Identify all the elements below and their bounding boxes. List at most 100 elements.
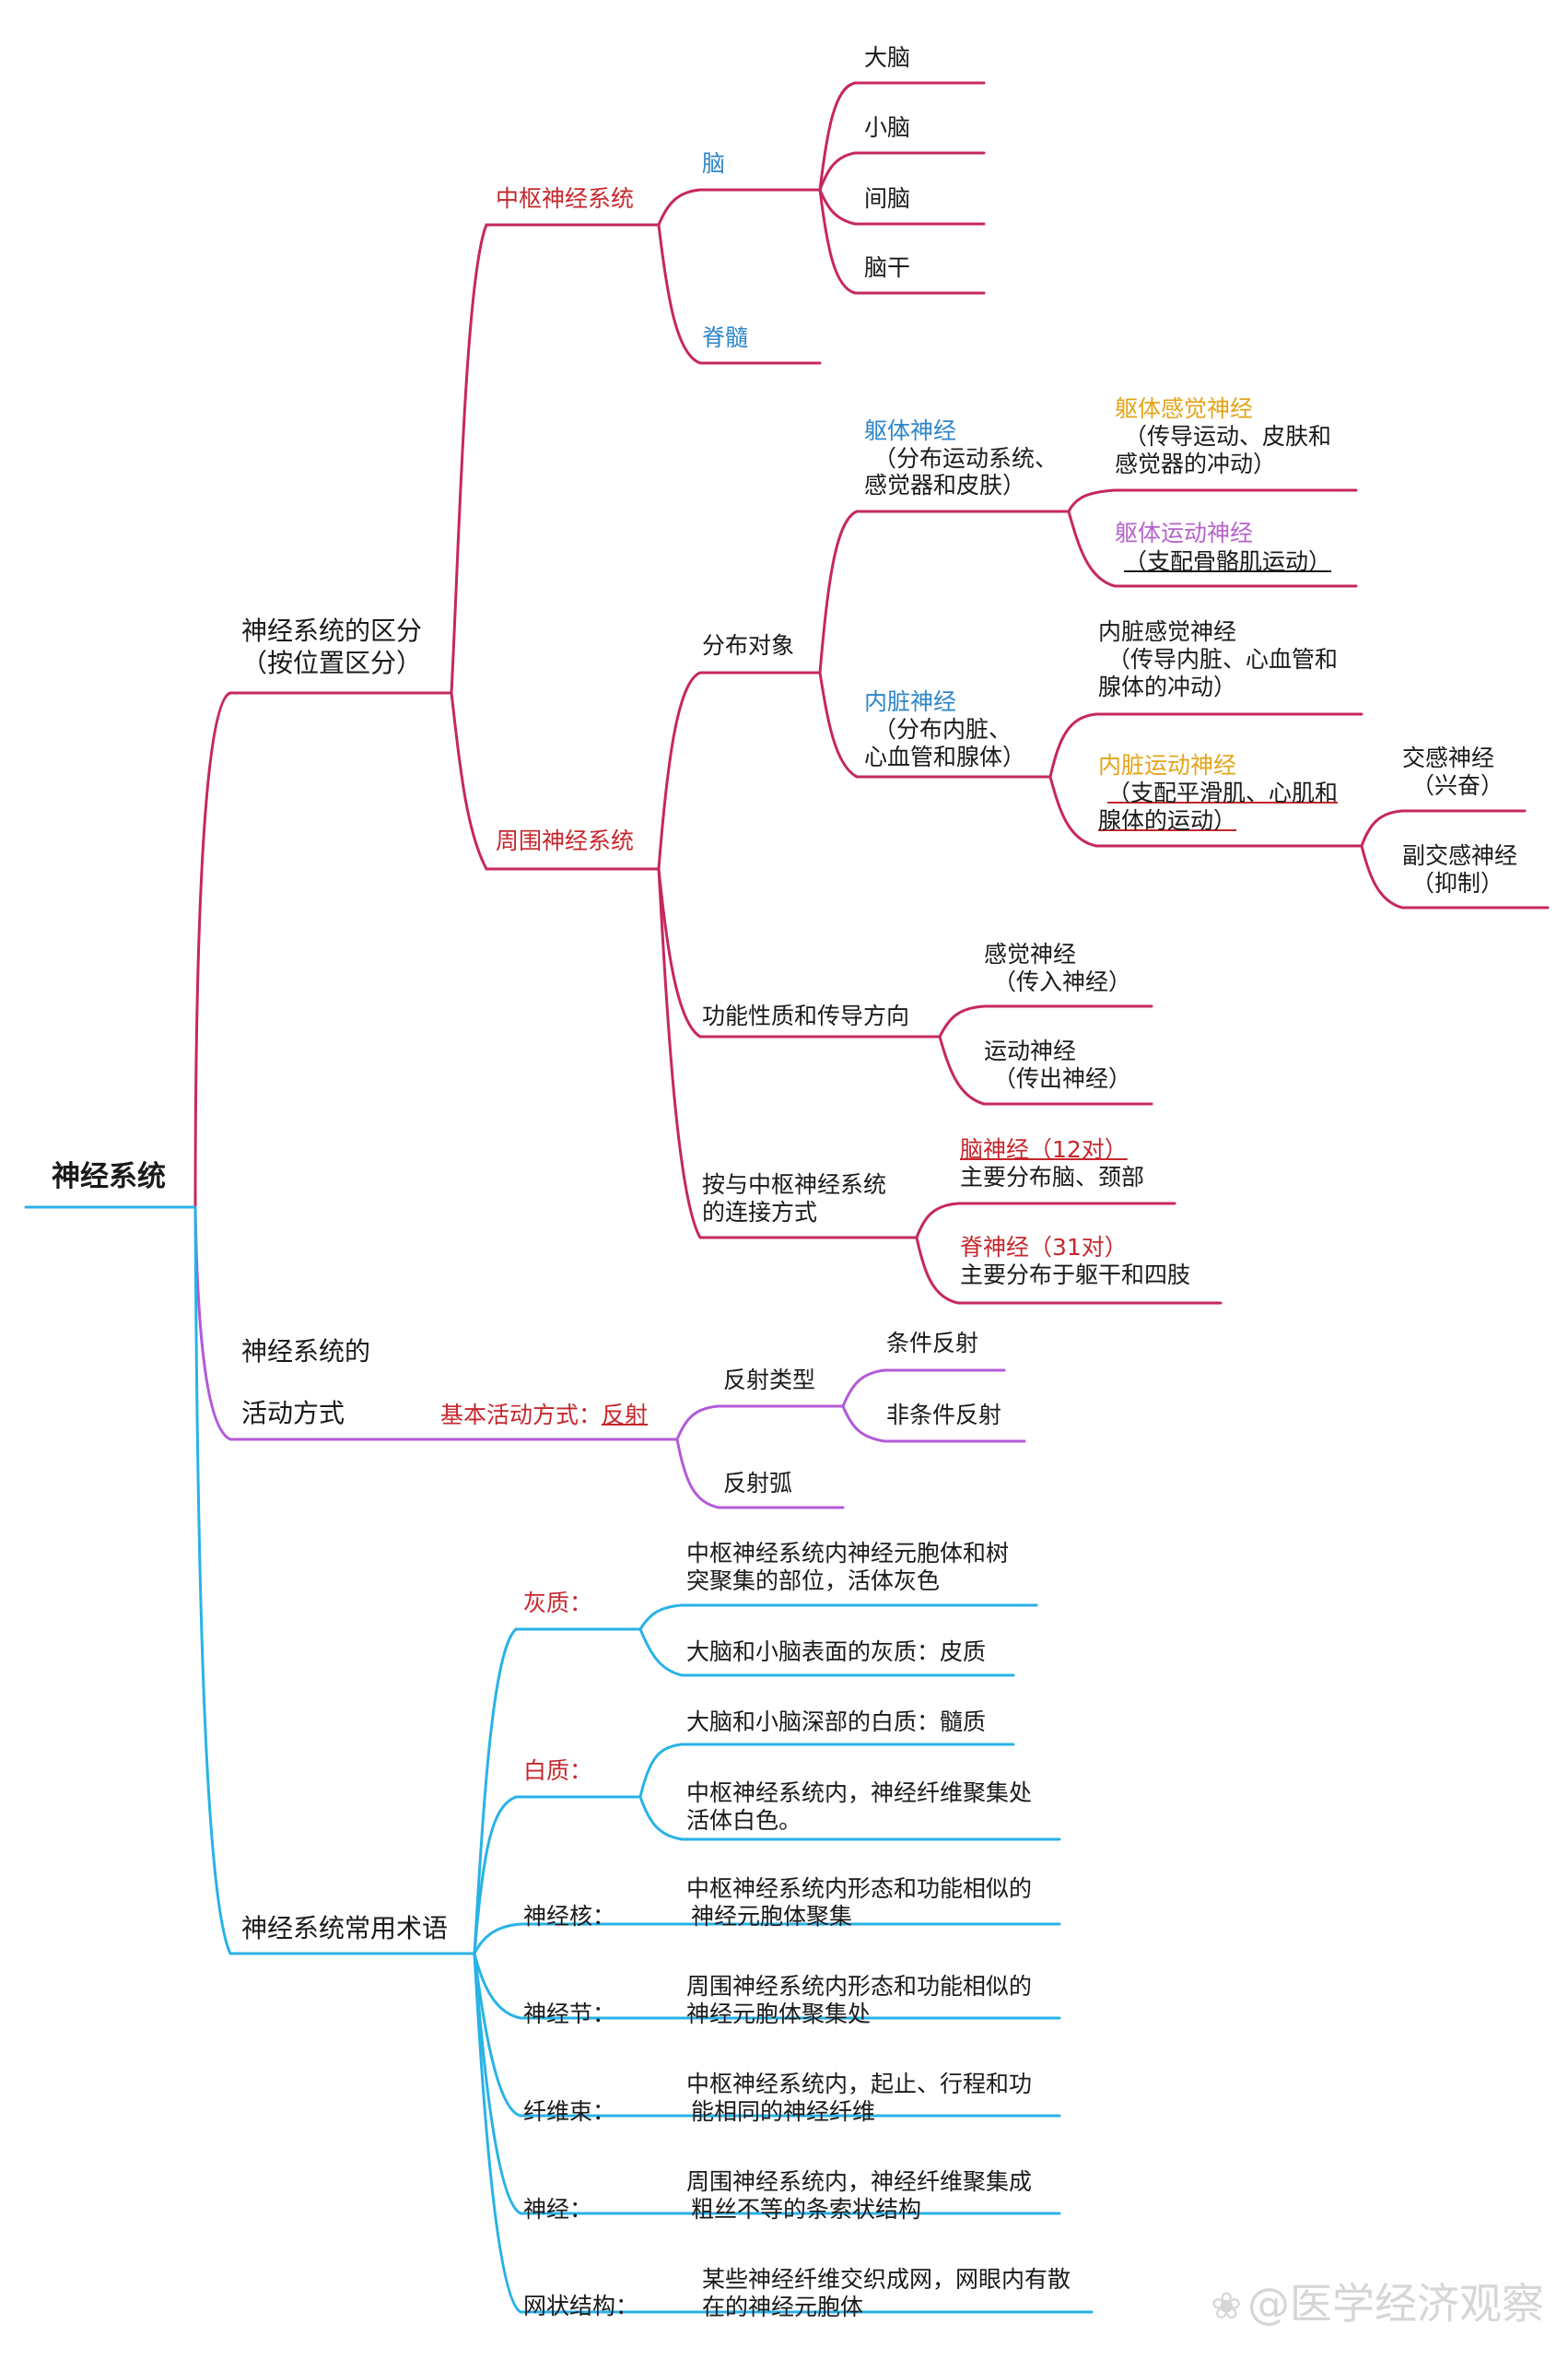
node-by-connection-line1: 按与中枢神经系统 [702, 1171, 887, 1198]
root-node: 神经系统 [52, 1160, 166, 1193]
node-spinal-cord: 脊髓 [702, 324, 749, 351]
term-ganglion-line1: 周围神经系统内形态和功能相似的 [686, 1973, 1033, 2000]
edge-white-d2 [638, 1795, 1061, 1841]
term-grey-d1-line2: 突聚集的部位，活体灰色 [686, 1567, 941, 1594]
edge-target-somatic [818, 510, 1071, 675]
node-somatic-motor: 躯体运动神经 [1115, 520, 1254, 546]
watermark: ❀@医学经济观察 [1211, 2271, 1544, 2331]
term-white-d2-line1: 中枢神经系统内，神经纤维聚集处 [686, 1779, 1033, 1806]
basic-activity-value: 反射 [602, 1402, 649, 1428]
node-func-motor-desc: （传出神经） [993, 1065, 1132, 1092]
edge-activity-types [675, 1404, 845, 1441]
edge-visceral-sensory [1048, 712, 1363, 779]
edge-grey-d1 [638, 1603, 1038, 1631]
edge-brain-cerebellum [818, 151, 986, 192]
node-pns: 周围神经系统 [496, 827, 635, 854]
node-func-sensory: 感觉神经 [984, 941, 1077, 968]
edge-terms-white [473, 1795, 642, 1955]
activity-title-line1: 神经系统的 [241, 1336, 371, 1367]
edge-cns-brain [657, 188, 822, 227]
term-nerve: 神经： [523, 2196, 593, 2223]
edge-activity-arc [675, 1438, 845, 1509]
edge-connection-cranial [915, 1202, 1176, 1239]
node-visceral-sensory: 内脏感觉神经 [1098, 618, 1237, 645]
edge-function-motor [938, 1035, 1153, 1106]
node-brainstem: 脑干 [864, 254, 911, 281]
division-title-line1: 神经系统的区分 [241, 616, 423, 646]
node-func-sensory-desc: （传入神经） [993, 968, 1132, 995]
term-grey-d1-line1: 中枢神经系统内神经元胞体和树 [686, 1540, 1010, 1567]
edge-terms-tract [473, 1952, 1061, 2118]
edge-motor-sympathetic [1360, 809, 1527, 848]
term-ganglion-line2: 神经元胞体聚集处 [686, 2001, 872, 2027]
node-visceral-motor-desc2: 腺体的运动） [1098, 807, 1237, 834]
term-reticular-line1: 某些神经纤维交织成网，网眼内有散 [702, 2266, 1071, 2293]
node-parasympathetic-desc: （抑制） [1411, 870, 1504, 897]
edge-cns-spinal [657, 223, 822, 365]
term-ganglion: 神经节： [523, 2001, 616, 2027]
term-white-d1: 大脑和小脑深部的白质：髓质 [686, 1708, 987, 1735]
node-by-target: 分布对象 [702, 632, 795, 659]
edge-terms-ganglion [473, 1952, 1061, 2020]
node-spinal-desc: 主要分布于躯干和四肢 [960, 1262, 1191, 1288]
node-by-function: 功能性质和传导方向 [702, 1003, 910, 1029]
node-somatic-sensory: 躯体感觉神经 [1115, 395, 1254, 422]
edge-pns-function [657, 867, 942, 1039]
node-visceral-motor: 内脏运动神经 [1098, 752, 1237, 779]
node-conditioned-reflex: 条件反射 [886, 1330, 979, 1356]
basic-activity-prefix: 基本活动方式： [440, 1402, 603, 1428]
node-sympathetic-desc: （兴奋） [1411, 772, 1504, 799]
node-cerebellum: 小脑 [864, 114, 911, 141]
node-basic-activity: 基本活动方式：反射 [440, 1401, 648, 1429]
edge-motor-parasympathetic [1360, 844, 1550, 910]
division-title-line2: （按位置区分） [241, 648, 423, 678]
node-unconditioned-reflex: 非条件反射 [886, 1402, 1002, 1428]
edge-somatic-sensory [1067, 488, 1358, 513]
node-brain: 脑 [702, 150, 726, 177]
edge-target-visceral [818, 671, 1052, 779]
node-reflex-arc: 反射弧 [723, 1470, 793, 1496]
node-cerebrum: 大脑 [864, 44, 911, 71]
term-tract-line1: 中枢神经系统内，起止、行程和功 [686, 2071, 1033, 2097]
term-reticular: 网状结构： [523, 2293, 639, 2319]
edge-root-terms [193, 1205, 476, 1955]
node-somatic: 躯体神经 [864, 417, 957, 444]
term-white-matter: 白质： [523, 1757, 593, 1784]
edge-division-cns [450, 223, 661, 695]
edge-brain-cerebrum [818, 81, 986, 192]
node-parasympathetic: 副交感神经 [1402, 842, 1518, 869]
edge-terms-nucleus [473, 1922, 1061, 1955]
term-grey-d2: 大脑和小脑表面的灰质：皮质 [686, 1638, 987, 1665]
edge-root-division [193, 691, 453, 1209]
term-nucleus-line1: 中枢神经系统内形态和功能相似的 [686, 1875, 1033, 1902]
edge-pns-connection [657, 867, 919, 1239]
term-nucleus-line2: 神经元胞体聚集 [691, 1903, 853, 1930]
term-nerve-line1: 周围神经系统内，神经纤维聚集成 [686, 2168, 1033, 2195]
node-cns: 中枢神经系统 [496, 185, 635, 212]
edge-types-unconditioned [841, 1404, 1026, 1443]
node-somatic-motor-desc: （支配骨骼肌运动） [1124, 548, 1332, 575]
node-somatic-desc2: 感觉器和皮肤） [864, 472, 1026, 499]
edge-division-pns [450, 691, 661, 871]
node-visceral-motor-desc1: （支配平滑肌、心肌和 [1107, 780, 1339, 806]
edge-types-conditioned [841, 1368, 1006, 1408]
edge-white-d1 [638, 1743, 1015, 1799]
node-somatic-sensory-desc2: 感觉器的冲动） [1115, 451, 1277, 477]
node-cranial-desc: 主要分布脑、颈部 [960, 1164, 1145, 1191]
edge-grey-d2 [638, 1627, 1015, 1677]
edge-terms-reticular [473, 1952, 1094, 2314]
term-grey-matter: 灰质： [523, 1590, 593, 1616]
term-nucleus: 神经核： [523, 1903, 616, 1930]
edge-terms-grey [473, 1627, 642, 1955]
paw-icon: ❀ [1211, 2285, 1242, 2328]
edge-somatic-motor [1067, 510, 1358, 588]
terms-title: 神经系统常用术语 [241, 1913, 449, 1943]
node-spinal-nerves: 脊神经（31对） [960, 1234, 1128, 1261]
edge-brain-diencephalon [818, 188, 986, 226]
node-by-connection-line2: 的连接方式 [702, 1199, 818, 1226]
node-visceral: 内脏神经 [864, 688, 957, 715]
term-tract-line2: 能相同的神经纤维 [691, 2098, 876, 2125]
activity-title-line2: 活动方式 [241, 1398, 345, 1428]
edge-connection-spinal [915, 1236, 1223, 1305]
